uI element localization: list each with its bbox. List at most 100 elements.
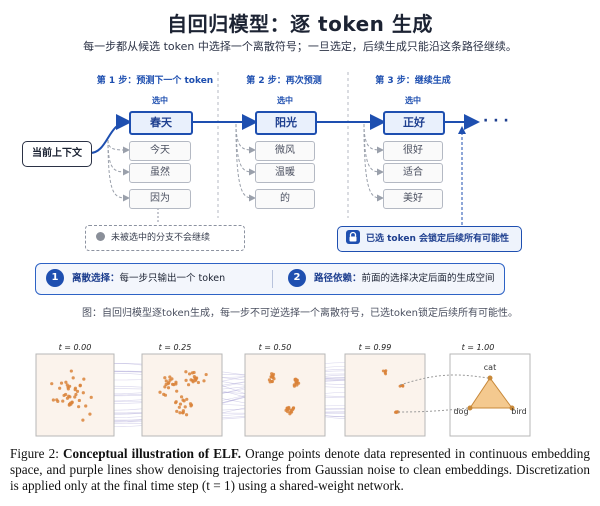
data-point [75,389,80,393]
data-point [177,405,181,409]
data-point [70,400,74,405]
diagram-caption: 图：自回归模型逐token生成，每一步不可逆选择一个离散符号，已选token锁定… [82,308,518,319]
data-point [56,399,60,403]
data-point [184,413,189,417]
data-point [186,383,191,387]
data-point [164,382,168,387]
time-label: t = 0.25 [158,343,192,352]
data-point [174,380,178,384]
time-label: t = 0.00 [58,343,92,352]
alt-token: 美好 [383,189,443,209]
time-label: t = 0.50 [258,343,292,352]
data-point [77,398,81,403]
data-point [163,393,168,397]
data-point [74,392,78,397]
data-point [77,405,81,409]
time-label: t = 1.00 [461,343,495,352]
step-3-label: 第 3 步：继续生成 [375,76,451,86]
continuation-ellipsis: · · · [483,113,509,129]
alt-token: 适合 [383,163,443,183]
data-point [69,369,73,373]
data-point [291,407,295,412]
data-point [73,395,77,399]
lock-note-text: 已选 token 会锁定后续所有可能性 [366,234,510,244]
pruned-branch-note: 未被选中的分支不会继续 [85,225,245,251]
summary-number-1: 1 [46,269,64,287]
data-point [166,386,171,390]
data-point [164,379,168,383]
selected-token-step-2: 阳光 [255,111,317,135]
panel-t050 [244,353,326,437]
summary-divider [272,270,273,288]
alt-token: 的 [255,189,315,209]
data-point [271,375,275,379]
data-point [267,378,272,382]
data-point [383,369,387,373]
data-point [89,395,93,399]
context-box: 当前上下文 [22,141,92,167]
alt-token: 温暖 [255,163,315,183]
panel-t099 [344,353,426,437]
alt-token: 因为 [129,189,191,209]
data-point [84,404,88,408]
data-point [289,410,294,414]
data-point [185,397,189,401]
data-point [398,384,402,388]
data-point [174,400,178,404]
selected-tag: 选中 [277,96,293,105]
alt-token: 今天 [129,141,191,161]
data-point [190,378,195,383]
alt-token: 虽然 [129,163,191,183]
summary-item-1-text: 每一步只输出一个 token [119,273,226,284]
panel-t100 [449,353,531,437]
data-point [82,377,86,381]
data-point [62,393,66,398]
data-point [61,399,65,403]
data-point [158,390,162,394]
data-point [51,398,55,402]
data-point [71,376,75,380]
summary-item-2: 路径依赖：前面的选择决定后面的生成空间 [314,270,495,284]
panel-t025 [141,353,223,437]
data-point [187,372,192,376]
summary-bar: 1 离散选择：每一步只输出一个 token 2 路径依赖：前面的选择决定后面的生… [35,263,505,295]
data-point [184,370,188,374]
data-point [81,391,85,395]
selected-token-step-3: 正好 [383,111,445,135]
data-point [73,388,77,392]
data-point [78,384,82,388]
data-point [179,395,184,399]
summary-item-1-title: 离散选择： [72,273,120,284]
data-point [181,398,185,402]
data-point [67,394,71,398]
figure-caption: Figure 2: Conceptual illustration of ELF… [10,446,590,494]
data-point [168,375,172,379]
data-point [286,410,290,414]
data-point [167,381,171,385]
data-point [204,372,208,377]
pruned-note-text: 未被选中的分支不会继续 [111,233,211,243]
token-label: cat [484,363,496,372]
data-point [190,371,194,375]
data-point [59,381,64,385]
lock-icon [346,230,360,244]
data-point [163,376,167,380]
data-point [294,381,298,385]
selected-tag: 选中 [152,96,168,105]
data-point [383,371,387,375]
data-point [88,412,92,416]
time-label: t = 0.99 [358,343,392,352]
gray-dot-icon [96,232,105,241]
token-label: bird [511,407,527,416]
diagram-connectors [89,72,480,225]
figure-caption-text: Orange points denote data represented in… [10,446,590,493]
data-point [168,378,172,382]
data-point [183,405,187,409]
page-subtitle: 每一步都从候选 token 中选择一个离散符号；一旦选定，后续生成只能沿这条路径… [83,40,517,53]
elf-figure: cat dog bird [35,353,531,437]
data-point [294,377,298,381]
data-point [189,403,194,407]
data-point [175,389,179,393]
summary-item-1: 离散选择：每一步只输出一个 token [72,270,225,284]
token-simplex [469,377,513,409]
